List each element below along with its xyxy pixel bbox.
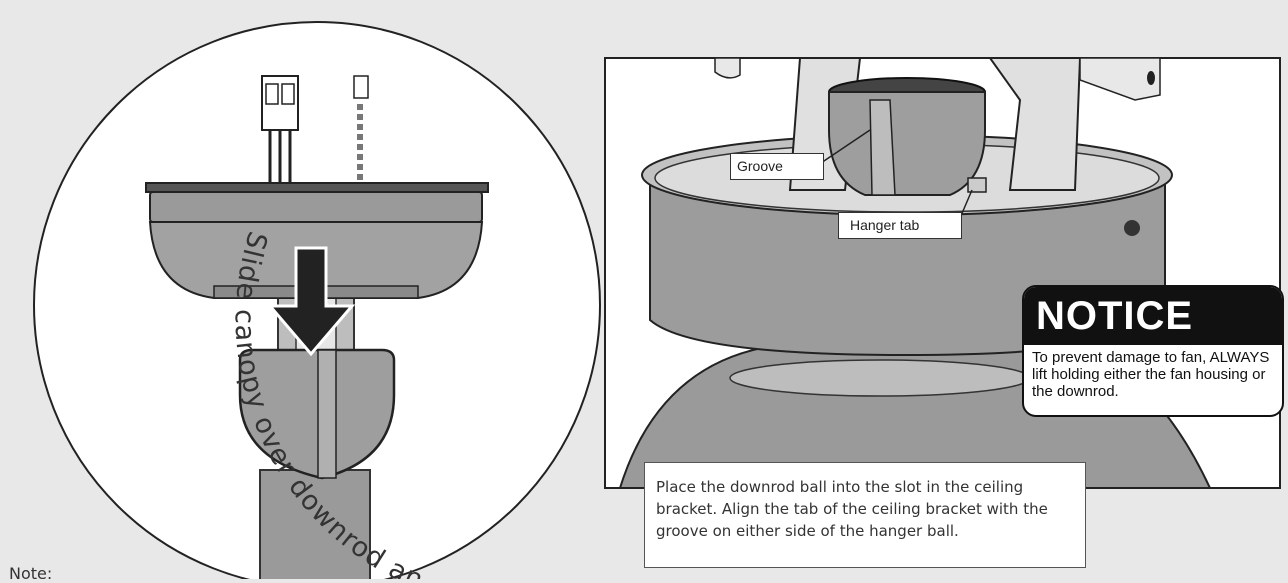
note-label: Note: [9, 564, 53, 583]
hanger-ball-detail [604, 57, 1281, 489]
hanger-tab-callout: Hanger tab [838, 212, 962, 239]
notice-box: NOTICE To prevent damage to fan, ALWAYS … [1022, 285, 1284, 417]
groove-label: Groove [737, 158, 783, 174]
instruction-text: Place the downrod ball into the slot in … [656, 478, 1048, 540]
notice-text: To prevent damage to fan, ALWAYS lift ho… [1032, 349, 1270, 400]
instruction-box: Place the downrod ball into the slot in … [644, 462, 1086, 568]
groove-callout: Groove [730, 153, 824, 180]
notice-title: NOTICE [1024, 287, 1282, 345]
hanger-tab-label: Hanger tab [850, 217, 920, 233]
canopy-detail-circle [33, 21, 601, 579]
